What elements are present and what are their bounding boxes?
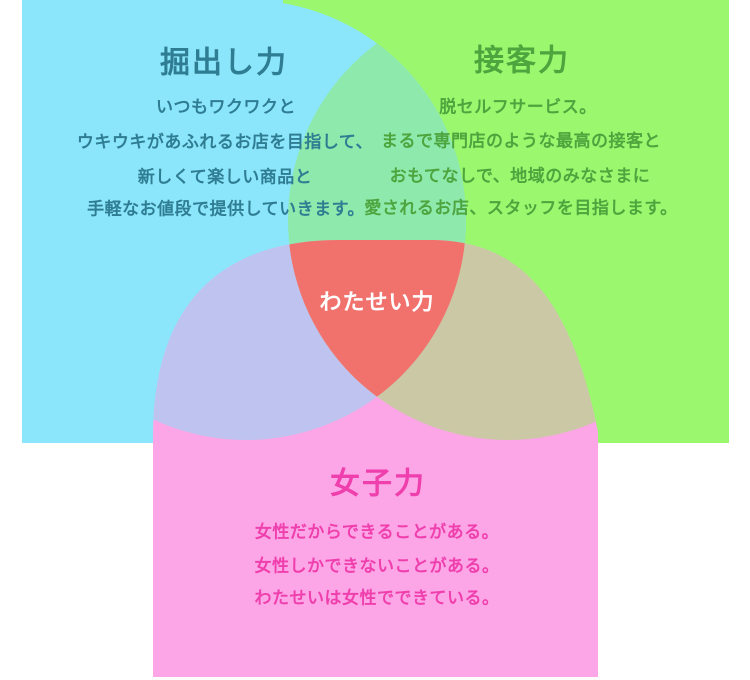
horidashi-line-2: ウキウキがあふれるお店を目指して、 [77,132,373,152]
sekkyaku-line-1: 脱セルフサービス。 [439,97,597,117]
horidashi-line-1: いつもワクワクと [156,98,296,117]
sekkyaku-line-4: 愛されるお店、スタッフを目指します。 [364,198,677,218]
joshi-line-3: わたせいは女性でできている。 [255,588,500,608]
horidashi-joshi-overlap [153,240,466,440]
sekkyaku-joshi-overlap [288,240,598,440]
sekkyaku-line-2: まるで専門店のような最高の接客と [381,131,661,151]
horidashi-line-3: 新しくて楽しい商品と [138,167,313,187]
horidashi-title: 掘出し力 [160,47,288,80]
horidashi-line-4: 手軽なお値段で提供していきます。 [87,199,365,219]
sekkyaku-line-3: おもてなしで、地域のみなさまに [390,166,651,186]
joshi-title: 女子力 [330,467,426,501]
watasei-core-label: わたせい力 [319,290,434,315]
joshi-line-2: 女性しかできないことがある。 [255,556,500,576]
joshi-line-1: 女性だからできることがある。 [255,522,499,542]
sekkyaku-title: 接客力 [474,44,570,78]
